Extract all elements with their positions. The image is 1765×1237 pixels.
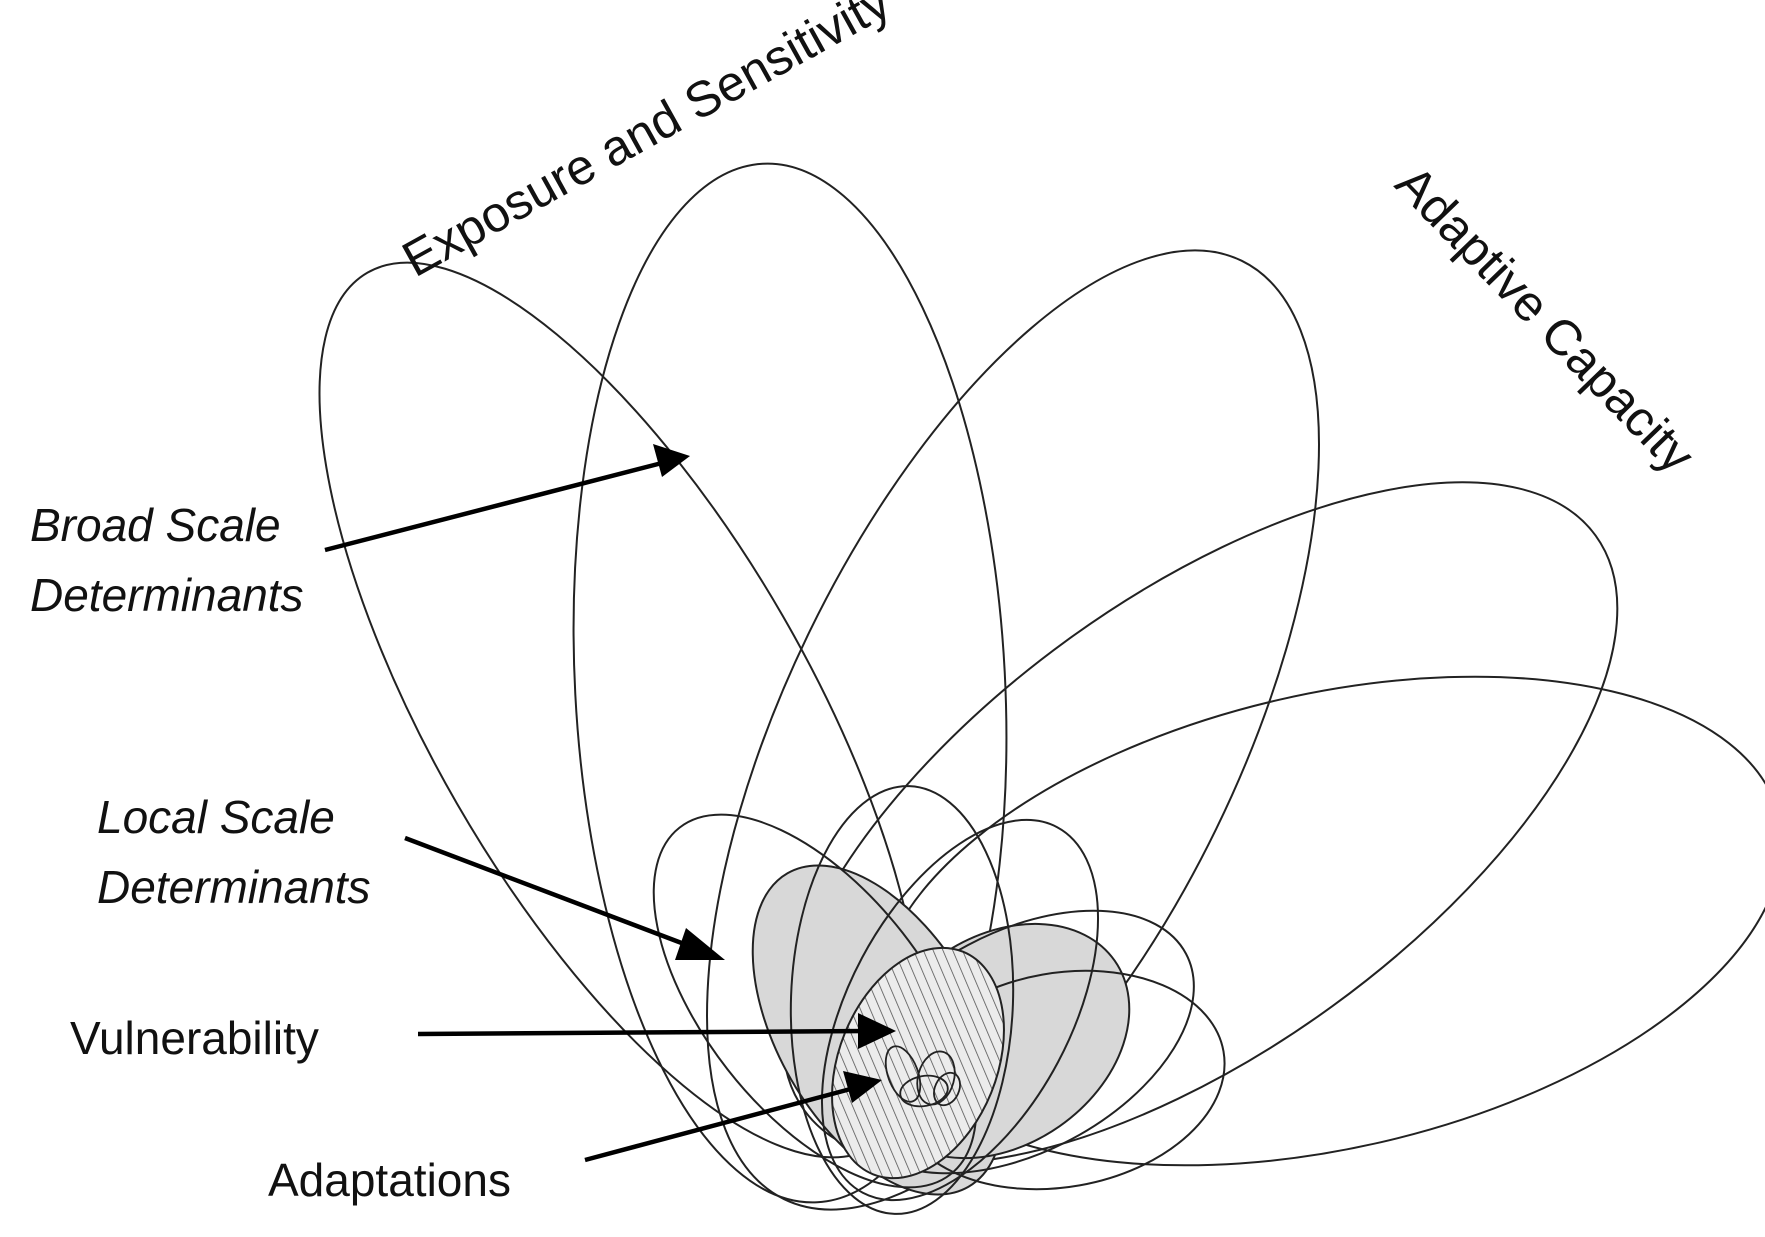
local-scale-label-line1: Local Scale <box>97 791 335 843</box>
local-ellipse-2 <box>820 818 1100 1202</box>
local-scale-arrow <box>404 835 725 960</box>
adaptive-capacity-label: Adaptive Capacity <box>1385 155 1705 484</box>
broad-ellipse-3 <box>706 249 1320 1211</box>
broad-scale-label-line1: Broad Scale <box>30 499 281 551</box>
adaptation-ellipse-2 <box>916 1050 956 1106</box>
adaptations-label: Adaptations <box>268 1154 511 1206</box>
vulnerability-label: Vulnerability <box>70 1012 319 1064</box>
adaptations-arrow <box>584 1071 882 1163</box>
local-scale-label-line2: Determinants <box>97 861 371 913</box>
local-ellipse-1 <box>789 785 1015 1215</box>
vulnerability-arrow <box>417 1013 896 1049</box>
vulnerability-region <box>831 946 1005 1180</box>
broad-scale-label-line2: Determinants <box>30 569 304 621</box>
adaptation-ellipse-1 <box>884 1045 922 1103</box>
broad-scale-arrow <box>324 444 690 553</box>
local-ellipse-outer <box>652 813 978 1189</box>
broad-ellipse-2 <box>572 162 1008 1204</box>
adaptation-ellipse-4 <box>933 1071 961 1107</box>
adaptation-ellipses <box>884 1045 961 1108</box>
exposure-sensitivity-label: Exposure and Sensitivity <box>393 0 899 288</box>
adaptation-ellipse-3 <box>899 1074 949 1108</box>
